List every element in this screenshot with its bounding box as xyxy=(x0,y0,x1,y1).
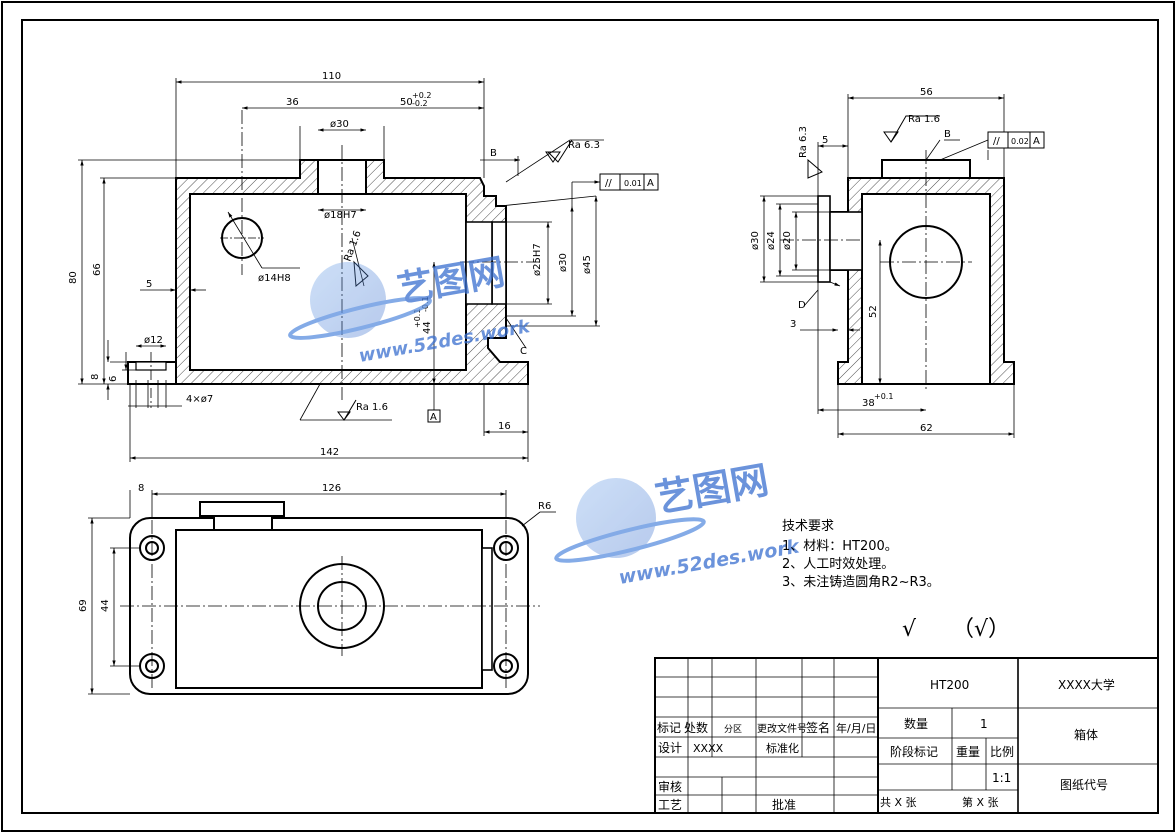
side-rough-ra63: Ra 6.3 xyxy=(798,126,809,158)
dim-dia12: ø12 xyxy=(144,335,163,346)
side-dim-38-tol-up: +0.1 xyxy=(874,392,893,401)
top-dim-r6: R6 xyxy=(538,501,551,512)
side-gdt-symbol: // xyxy=(993,136,1000,147)
side-dim-62: 62 xyxy=(920,423,933,434)
datum-a: A xyxy=(430,412,437,423)
side-dim-dia20: ø20 xyxy=(782,231,793,250)
top-dim-8: 8 xyxy=(138,483,144,494)
tb-sheet-no: 第 X 张 xyxy=(962,795,999,809)
requirement-3: 3、未注铸造圆角R2~R3。 xyxy=(782,574,940,590)
dim-44: 44 xyxy=(422,321,433,334)
label-b: B xyxy=(490,148,497,159)
top-view: 8 126 R6 69 44 xyxy=(78,483,556,695)
side-dim-3: 3 xyxy=(790,319,796,330)
tb-col-sign: 签名 xyxy=(806,720,830,735)
dim-dia30: ø30 xyxy=(330,119,349,130)
tb-design: 设计 xyxy=(658,741,682,755)
rough-ra63: Ra 6.3 xyxy=(568,140,600,151)
tb-col-count: 处数 xyxy=(684,720,708,735)
inner-frame xyxy=(21,19,1159,814)
dim-80: 80 xyxy=(68,271,79,284)
side-dim-52: 52 xyxy=(868,305,879,318)
top-dim-69: 69 xyxy=(78,599,89,612)
dim-dia45: ø45 xyxy=(582,255,593,274)
dim-dia18: ø18H7 xyxy=(324,210,357,221)
dim-66: 66 xyxy=(92,263,103,276)
tb-col-docno: 更改文件号 xyxy=(757,722,807,735)
dim-50-tol-up: +0.2 xyxy=(412,91,431,100)
gdt-value: 0.01 xyxy=(624,179,642,188)
tb-weight-label: 重量 xyxy=(956,745,980,759)
dim-16: 16 xyxy=(498,421,511,432)
side-rough-ra16: Ra 1.6 xyxy=(908,114,940,125)
dim-36: 36 xyxy=(286,97,299,108)
side-view: 56 5 ø30 ø24 ø20 3 52 38 +0.1 62 Ra 6.3 … xyxy=(750,87,1045,438)
technical-requirements: 技术要求 1、材料：HT200。 2、人工时效处理。 3、未注铸造圆角R2~R3… xyxy=(782,519,1010,642)
side-gdt-value: 0.02 xyxy=(1011,137,1029,146)
tb-total-sheets: 共 X 张 xyxy=(880,796,917,809)
tb-designer: XXXX xyxy=(693,742,724,755)
dim-5: 5 xyxy=(146,279,152,290)
tb-col-mark: 标记 xyxy=(657,721,681,735)
tb-school: XXXX大学 xyxy=(1058,677,1115,692)
tb-scale-value: 1:1 xyxy=(992,771,1011,785)
side-dim-38: 38 xyxy=(862,398,875,409)
side-label-d: D xyxy=(798,300,806,311)
tb-material: HT200 xyxy=(930,678,969,692)
requirement-2: 2、人工时效处理。 xyxy=(782,557,894,572)
tb-process: 工艺 xyxy=(658,798,682,812)
tb-stage-label: 阶段标记 xyxy=(890,744,938,759)
watermark-2: 艺图网 www.52des.work xyxy=(554,458,802,589)
dim-50: 50 xyxy=(400,97,413,108)
title-block xyxy=(654,657,1159,814)
top-dim-44: 44 xyxy=(100,599,111,612)
gdt-parallel-symbol: // xyxy=(605,178,612,189)
side-label-b: B xyxy=(944,129,951,140)
side-dim-dia24: ø24 xyxy=(766,231,777,250)
tb-review: 审核 xyxy=(658,779,682,794)
dim-142: 142 xyxy=(320,447,339,458)
dim-110: 110 xyxy=(322,71,341,82)
tb-scale-label: 比例 xyxy=(990,745,1014,759)
tb-approve: 批准 xyxy=(772,797,796,812)
requirement-1: 1、材料：HT200。 xyxy=(782,539,898,554)
side-dim-5: 5 xyxy=(822,135,828,146)
dim-44-tol-up: +0.1 xyxy=(413,309,422,328)
dim-8: 8 xyxy=(90,374,101,380)
dim-dia25: ø25H7 xyxy=(532,243,543,276)
side-gdt-datum: A xyxy=(1033,136,1040,147)
tb-col-date: 年/月/日 xyxy=(836,721,876,735)
dim-holes: 4×ø7 xyxy=(186,394,213,405)
roughness-note-symbol: （√） xyxy=(952,617,1010,642)
tb-drawing-no: 图纸代号 xyxy=(1060,778,1108,792)
dim-dia30b: ø30 xyxy=(558,253,569,272)
tb-col-zone: 分区 xyxy=(724,724,742,735)
gdt-datum: A xyxy=(647,178,654,189)
side-dim-dia30: ø30 xyxy=(750,231,761,250)
tb-part-name: 箱体 xyxy=(1074,727,1098,742)
label-c: C xyxy=(520,346,527,357)
tb-qty-label: 数量 xyxy=(904,716,928,731)
dim-50-tol-lo: -0.2 xyxy=(412,99,428,108)
watermark-cn-2: 艺图网 xyxy=(652,458,772,521)
tb-standard: 标准化 xyxy=(766,741,799,755)
requirements-title: 技术要求 xyxy=(782,519,834,534)
rough-ra16-bottom: Ra 1.6 xyxy=(356,402,388,413)
side-dim-56: 56 xyxy=(920,87,933,98)
dim-6: 6 xyxy=(108,376,119,382)
tb-qty-value: 1 xyxy=(980,717,988,731)
title-block-text: HT200 XXXX大学 箱体 图纸代号 数量 1 阶段标记 重量 比例 1:1… xyxy=(657,677,1115,812)
dim-dia14: ø14H8 xyxy=(258,273,291,284)
roughness-check-symbol: √ xyxy=(902,617,917,642)
top-dim-126: 126 xyxy=(322,483,341,494)
